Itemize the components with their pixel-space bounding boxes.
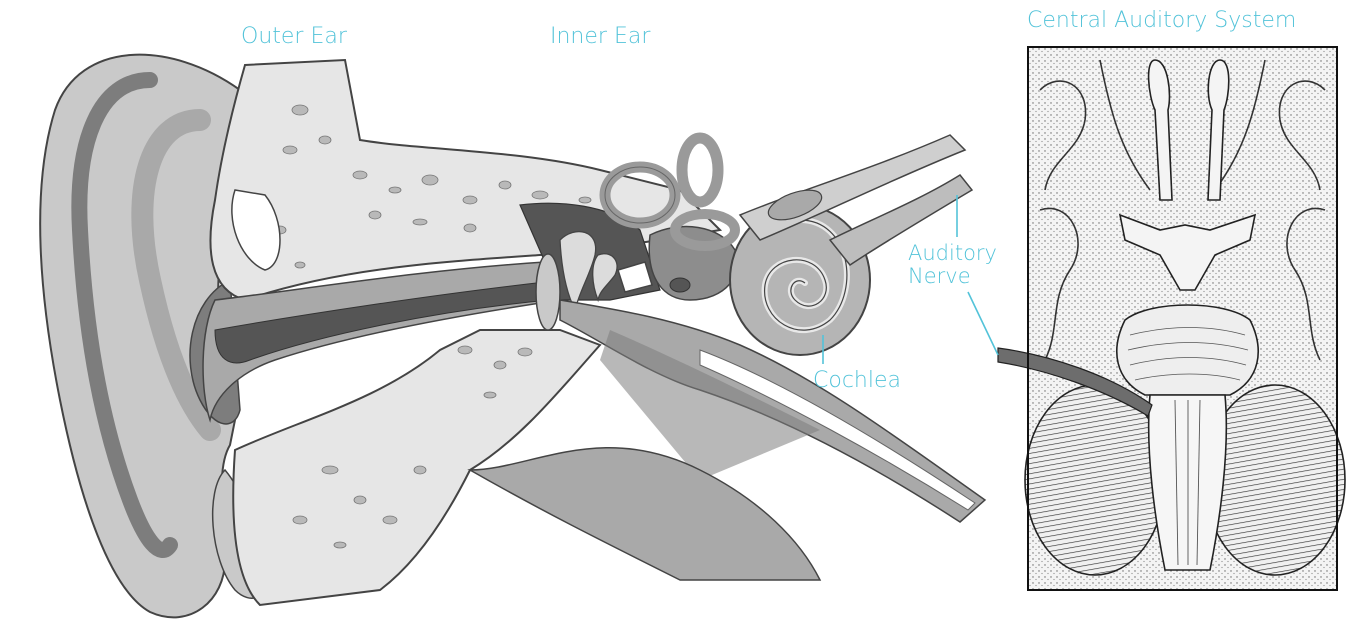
central-auditory-panel [998, 47, 1345, 590]
label-cochlea: Cochlea [813, 369, 901, 393]
semicircular-canal-posterior [682, 138, 718, 202]
label-central-auditory-system: Central Auditory System [1027, 9, 1296, 33]
label-inner-ear: Inner Ear [550, 25, 650, 49]
label-auditory-nerve-line1: Auditory [908, 242, 997, 265]
auditory-nerve-leader-lower [968, 292, 998, 355]
label-auditory-nerve-line2: Nerve [908, 265, 971, 288]
eardrum [536, 254, 560, 330]
oval-window [670, 278, 690, 292]
pons [1117, 305, 1258, 395]
lower-jaw-band [470, 448, 820, 580]
nerve-upper [740, 135, 965, 240]
label-outer-ear: Outer Ear [241, 25, 347, 49]
medulla [1149, 395, 1227, 570]
